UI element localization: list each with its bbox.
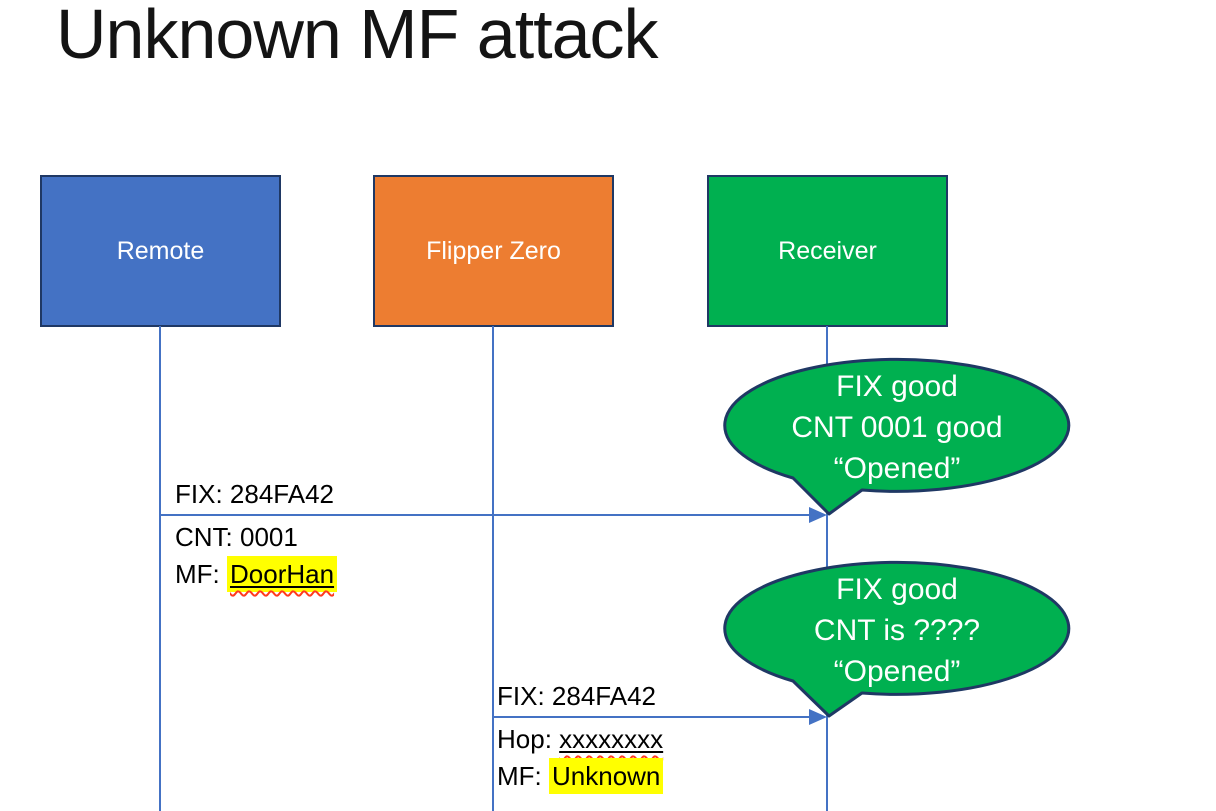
callout-2-text: FIX good CNT is ???? “Opened” [725,569,1069,692]
message-1-label-above: FIX: 284FA42 [175,476,334,513]
message-1-mf-line: MF: DoorHan [175,556,338,593]
callout-1-text: FIX good CNT 0001 good “Opened” [725,366,1069,489]
field-prefix: MF: [497,761,549,791]
message-2-hop-line: Hop: xxxxxxxx [497,721,663,758]
callout-line: FIX good [836,370,958,403]
message-2-label-above: FIX: 284FA42 [497,678,656,715]
callout-line: CNT 0001 good [791,411,1003,444]
page-title: Unknown MF attack [56,0,659,73]
message-1-cnt-line: CNT: 0001 [175,519,337,556]
actor-box-receiver: Receiver [707,175,948,327]
field-value-underlined: xxxxxxxx [559,724,664,754]
message-2-fix: FIX: 284FA42 [497,681,656,711]
message-arrow-2 [493,709,827,725]
message-2-mf-line: MF: Unknown [497,758,664,795]
message-1-fix: FIX: 284FA42 [175,479,334,509]
callout-line: “Opened” [833,655,961,688]
callout-bubble-2 [723,560,1071,718]
message-2-label-below: Hop: xxxxxxxx MF: Unknown [497,721,664,795]
callout-line: “Opened” [833,452,961,485]
actor-box-remote: Remote [40,175,281,327]
field-prefix: Hop: [497,724,560,754]
actor-label-remote: Remote [116,236,205,265]
field-prefix: MF: [175,559,227,589]
arrowhead-icon [809,709,827,725]
spellcheck-squiggle: xxxxxxxx [559,724,663,754]
actor-box-flipper-zero: Flipper Zero [373,175,614,327]
field-prefix: CNT: [175,522,240,552]
field-value: 0001 [240,522,298,552]
message-arrow-1 [160,507,827,523]
callout-bubble-1 [723,357,1071,516]
field-value-highlighted: DoorHan [227,556,338,592]
field-value-highlighted: Unknown [549,758,664,794]
message-1-label-below: CNT: 0001 MF: DoorHan [175,519,338,593]
callout-line: FIX good [836,573,958,606]
actor-label-receiver: Receiver [778,236,877,265]
arrowhead-icon [809,507,827,523]
callout-line: CNT is ???? [813,614,981,647]
actor-label-flipper-zero: Flipper Zero [426,236,561,265]
spellcheck-squiggle: DoorHan [227,556,338,592]
